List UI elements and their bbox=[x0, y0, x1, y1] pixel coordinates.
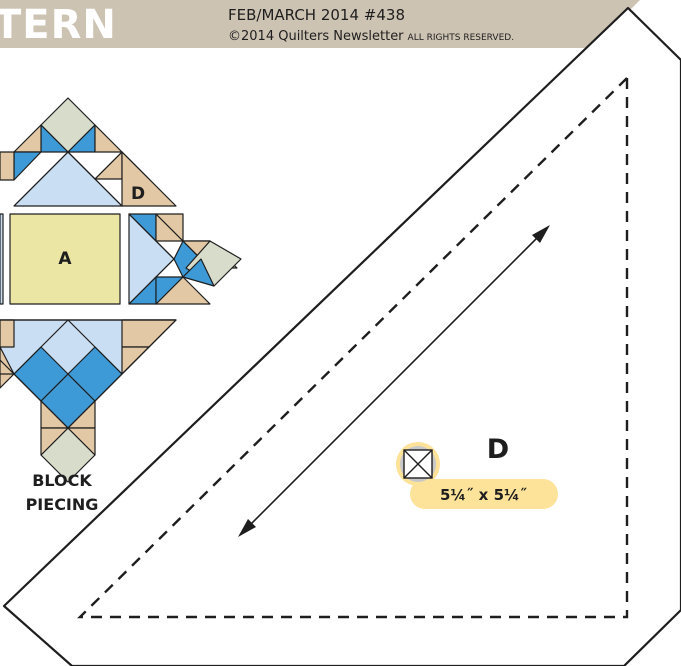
copyright-line: ©2014 Quilters Newsletter ALL RIGHTS RESE… bbox=[228, 29, 514, 44]
header-banner: TERN FEB/MARCH 2014 #438 ©2014 Quilters … bbox=[0, 0, 640, 48]
square-cut-diagonally-icon bbox=[403, 449, 433, 479]
grainline-arrow bbox=[239, 226, 549, 536]
corner-piece-d bbox=[121, 151, 177, 207]
center-square-a bbox=[9, 213, 121, 305]
grainline-arrowhead-bottom-icon bbox=[238, 519, 256, 537]
template-label: D bbox=[487, 434, 509, 465]
center-square-label: A bbox=[58, 249, 72, 269]
issue-info: FEB/MARCH 2014 #438 bbox=[228, 6, 405, 24]
copyright-rights: ALL RIGHTS RESERVED. bbox=[408, 33, 515, 43]
copyright-main: ©2014 Quilters Newsletter bbox=[228, 29, 404, 44]
pattern-title-fragment: TERN bbox=[0, 2, 117, 48]
block-piecing-diagram: D A bbox=[0, 97, 242, 514]
bottom-unit bbox=[0, 319, 177, 483]
cut-size-pill bbox=[410, 479, 558, 509]
block-caption-line2: PIECING bbox=[26, 495, 99, 514]
seam-line bbox=[77, 77, 629, 619]
left-sashing bbox=[0, 213, 4, 305]
cut-size-badge: 5¼˝ x 5¼˝ bbox=[396, 442, 558, 509]
corner-piece-label: D bbox=[131, 184, 145, 204]
top-unit bbox=[0, 97, 177, 207]
block-caption-line1: BLOCK bbox=[32, 471, 92, 490]
banner-background bbox=[0, 0, 640, 48]
right-unit bbox=[128, 213, 242, 305]
template-piece-d: D 5¼˝ x 5¼˝ bbox=[2, 6, 681, 666]
cut-size-text: 5¼˝ x 5¼˝ bbox=[440, 486, 528, 504]
grainline-arrowhead-top-icon bbox=[532, 225, 550, 243]
